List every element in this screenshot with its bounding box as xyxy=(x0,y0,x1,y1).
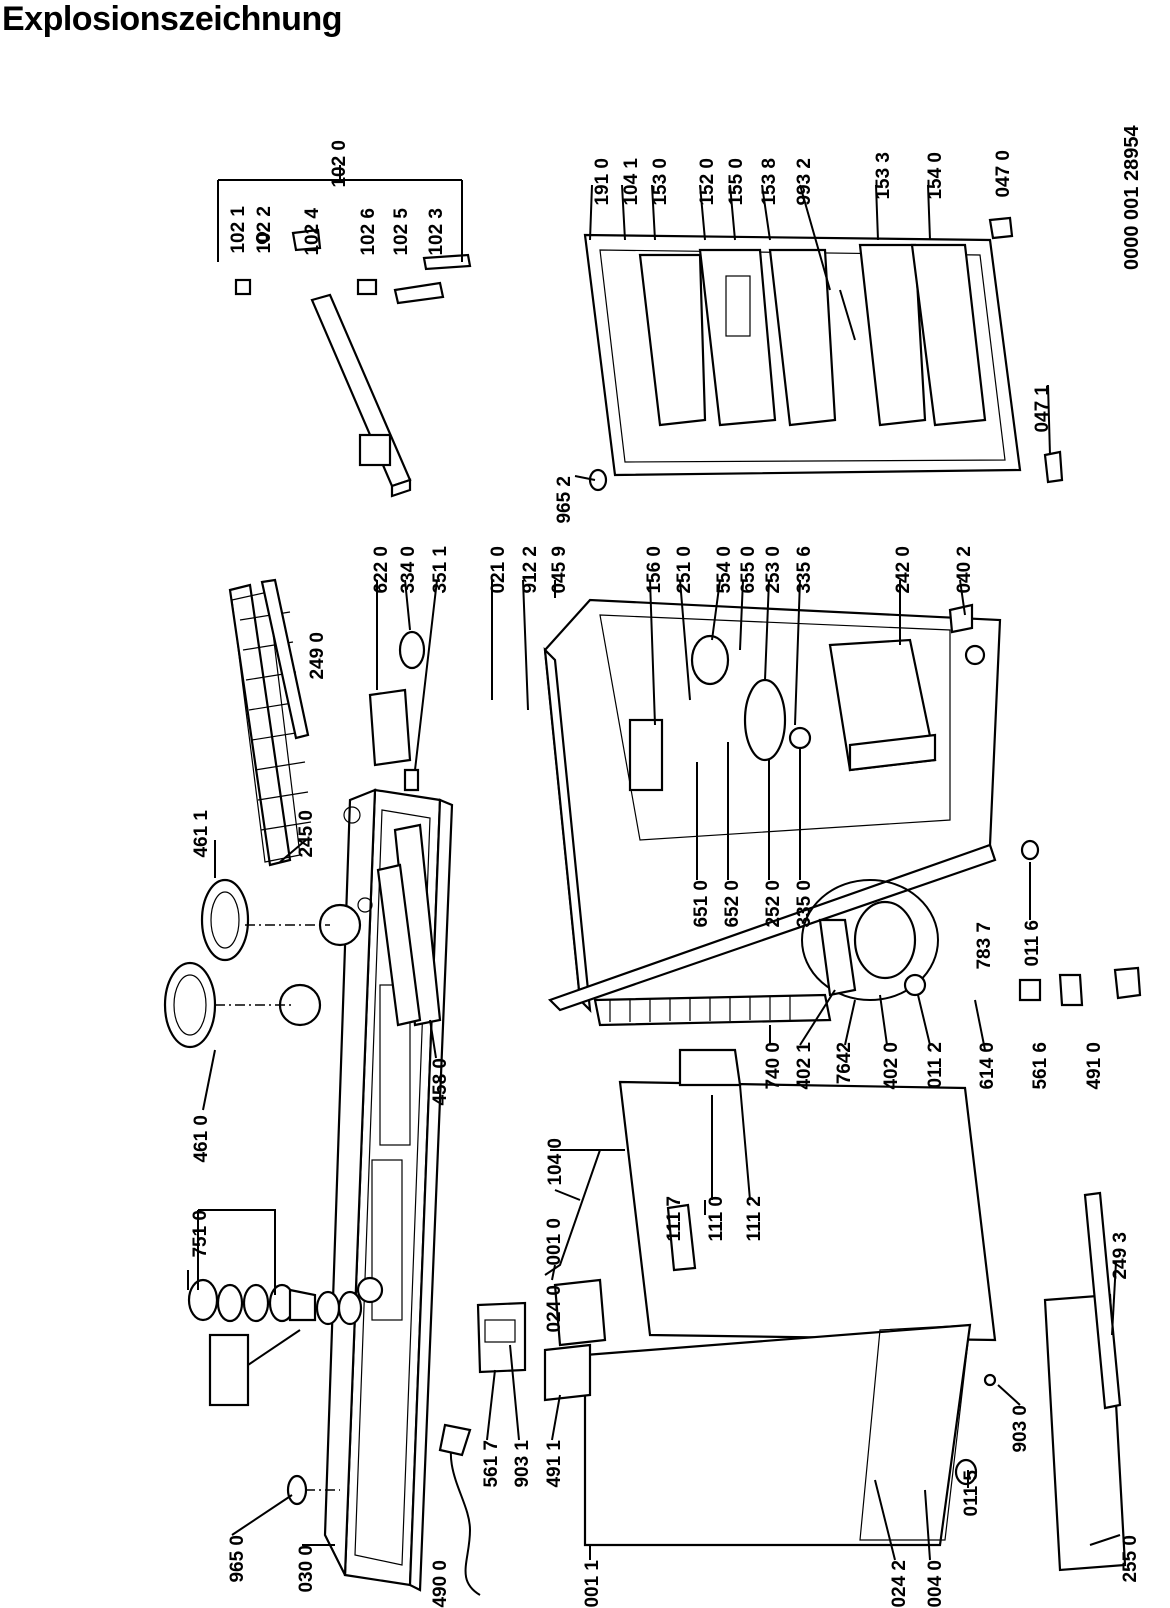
part-label-l5617: 561 7 xyxy=(481,1440,502,1488)
part-label-l6220: 622 0 xyxy=(371,546,392,594)
condenser xyxy=(593,993,832,1027)
part-label-l4580: 458 0 xyxy=(430,1058,451,1106)
part-label-l2520: 252 0 xyxy=(763,880,784,928)
door-with-bins xyxy=(583,216,1064,492)
part-label-l9122: 912 2 xyxy=(520,546,541,594)
part-label-l0402: 040 2 xyxy=(954,546,975,594)
part-label-l5616: 561 6 xyxy=(1030,1042,1051,1090)
part-label-l3511: 351 1 xyxy=(430,546,451,594)
part-label-l7510: 751 0 xyxy=(190,1210,211,1258)
part-label-l6140: 614 0 xyxy=(977,1042,998,1090)
part-label-l6520: 652 0 xyxy=(722,880,743,928)
part-label-l3350: 335 0 xyxy=(794,880,815,928)
part-label-l1024: 102 4 xyxy=(302,208,323,256)
part-label-l0471: 047 1 xyxy=(1032,385,1053,433)
part-label-l1538: 153 8 xyxy=(759,158,780,206)
compressor-detail xyxy=(801,839,1040,1051)
part-label-l1910: 191 0 xyxy=(592,158,613,206)
part-label-l0040: 004 0 xyxy=(925,1560,946,1608)
part-label-l5540: 554 0 xyxy=(714,546,735,594)
part-label-l6510: 651 0 xyxy=(691,880,712,928)
part-label-l1550: 155 0 xyxy=(726,158,747,206)
thermostat-parts xyxy=(368,630,426,792)
leader-lines xyxy=(197,165,1121,1561)
part-label-l2493: 249 3 xyxy=(1110,1232,1131,1280)
burner-assembly xyxy=(187,1270,363,1506)
part-label-l3340: 334 0 xyxy=(398,546,419,594)
part-label-l2530: 253 0 xyxy=(763,546,784,594)
part-label-l0010: 001 0 xyxy=(544,1218,565,1266)
part-label-l3356: 335 6 xyxy=(794,546,815,594)
part-label-l0210: 021 0 xyxy=(488,546,509,594)
part-label-l0470: 047 0 xyxy=(993,150,1014,198)
part-label-l1023: 102 3 xyxy=(426,208,447,256)
drawing xyxy=(163,165,1142,1596)
part-label-l1530: 153 0 xyxy=(650,158,671,206)
page-title: Explosionszeichnung xyxy=(2,0,342,38)
part-label-l2490: 249 0 xyxy=(307,632,328,680)
part-label-l7642: 7642 xyxy=(834,1042,855,1084)
part-label-l4020: 402 0 xyxy=(881,1042,902,1090)
part-label-l9932: 993 2 xyxy=(794,158,815,206)
part-label-l1112: 111 2 xyxy=(744,1196,765,1241)
part-label-l9652: 965 2 xyxy=(554,476,575,524)
part-label-l4021: 402 1 xyxy=(794,1042,815,1090)
relay-box xyxy=(476,1301,527,1374)
part-label-l9031: 903 1 xyxy=(512,1440,533,1488)
part-label-l1021: 102 1 xyxy=(228,206,249,254)
part-label-l4911: 491 1 xyxy=(544,1440,565,1488)
part-label-l0112: 011 2 xyxy=(925,1042,946,1089)
part-label-l4610: 461 0 xyxy=(191,1115,212,1163)
part-label-l1533: 153 3 xyxy=(873,152,894,200)
glass-shelf xyxy=(228,578,312,867)
part-label-l7400: 740 0 xyxy=(763,1042,784,1090)
part-label-l1540: 154 0 xyxy=(925,152,946,200)
part-label-l1020: 102 0 xyxy=(329,140,350,188)
part-label-l1022: 102 2 xyxy=(254,206,275,254)
part-label-l4900: 490 0 xyxy=(430,1560,451,1608)
part-label-l9650: 965 0 xyxy=(227,1535,248,1583)
door-hinge-parts xyxy=(234,228,472,498)
part-label-l0116: 011 6 xyxy=(1022,920,1043,967)
part-label-l1025: 102 5 xyxy=(391,208,412,256)
part-label-l2420: 242 0 xyxy=(893,546,914,594)
part-label-l0459: 045 9 xyxy=(549,546,570,594)
part-label-l1041: 104 1 xyxy=(621,158,642,206)
refrigerator-cabinet xyxy=(543,598,1002,1013)
power-cord xyxy=(438,1423,481,1596)
part-label-l1026: 102 6 xyxy=(358,208,379,256)
main-door xyxy=(618,1048,997,1342)
part-label-l2550: 255 0 xyxy=(1120,1535,1141,1583)
part-label-l1117: 111 7 xyxy=(664,1196,685,1241)
part-label-l1560: 156 0 xyxy=(644,546,665,594)
part-label-l4910: 491 0 xyxy=(1084,1042,1105,1090)
side-panels xyxy=(543,1149,972,1547)
part-label-l6550: 655 0 xyxy=(738,546,759,594)
part-label-l1520: 152 0 xyxy=(697,158,718,206)
part-label-l4611: 461 1 xyxy=(191,810,212,858)
part-label-l2450: 245 0 xyxy=(296,810,317,858)
adjustable-feet xyxy=(954,966,1142,1486)
part-label-l0011: 001 1 xyxy=(582,1560,603,1608)
part-label-l9030: 903 0 xyxy=(1010,1405,1031,1453)
part-label-l1040: 104 0 xyxy=(545,1138,566,1186)
part-label-l0242: 024 2 xyxy=(889,1560,910,1608)
document-number: 0000 001 28954 xyxy=(1121,125,1143,270)
part-label-l0115: 011 5 xyxy=(961,1470,982,1517)
part-label-l1110: 111 0 xyxy=(706,1196,727,1241)
hob-knobs xyxy=(163,878,330,1049)
bottom-plate xyxy=(1043,1191,1127,1572)
part-label-l2510: 251 0 xyxy=(674,546,695,594)
trim-strips xyxy=(376,823,442,1027)
part-label-l7837: 783 7 xyxy=(974,922,995,970)
part-label-l0300: 030 0 xyxy=(296,1545,317,1593)
part-label-l0240: 024 0 xyxy=(544,1285,565,1333)
